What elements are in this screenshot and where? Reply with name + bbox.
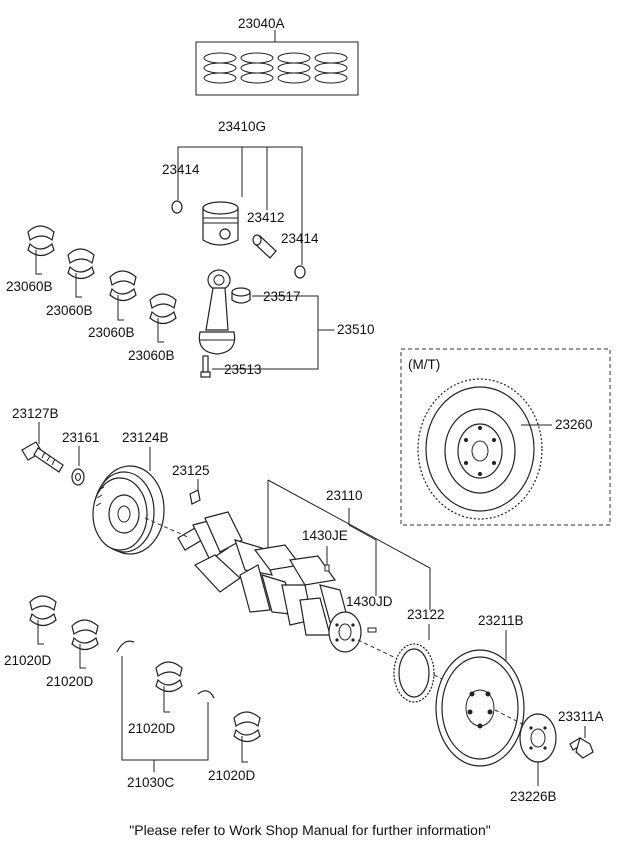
main-bearing-3 [155, 661, 183, 693]
dual-mass-flywheel [417, 378, 543, 520]
conrod-bolt [200, 355, 211, 378]
connecting-rod [198, 269, 236, 355]
conrod-bushing [231, 287, 251, 304]
main-bearing-4 [233, 711, 261, 743]
plate-bolt [569, 737, 594, 759]
label-damper-pulley: 23124B [122, 430, 169, 445]
label-plug-e: 1430JE [302, 528, 348, 543]
label-main-bearing-2: 21020D [46, 674, 94, 689]
tone-wheel [393, 643, 435, 703]
main-bearing-2 [71, 619, 99, 651]
label-key: 23125 [172, 463, 210, 478]
label-adapter-plate: 23226B [510, 789, 557, 804]
label-washer: 23161 [62, 430, 100, 445]
label-conrod-bearing-4: 23060B [128, 348, 175, 363]
label-mt-group: (M/T) [408, 357, 440, 372]
label-main-bearing-4: 21020D [208, 768, 256, 783]
main-bearing-1 [29, 595, 57, 627]
conrod-bearing-2 [67, 248, 95, 280]
snap-ring-top [171, 200, 183, 214]
conrod-bearing-1 [27, 225, 55, 257]
adapter-plate [519, 713, 557, 763]
piston-ring-set [195, 41, 359, 96]
piston-pin [252, 234, 277, 259]
label-conrod-bearing-3: 23060B [88, 325, 135, 340]
label-conrod: 23510 [337, 322, 375, 337]
label-plate-bolt: 23311A [558, 709, 604, 724]
label-snap-ring-top: 23414 [162, 162, 200, 177]
snap-ring-bottom [294, 265, 306, 279]
mt-group-box [400, 348, 611, 526]
footer-note: "Please refer to Work Shop Manual for fu… [129, 822, 491, 838]
thrust-washer-left [116, 640, 135, 653]
washer [71, 468, 85, 486]
label-piston: 23410G [218, 119, 266, 134]
label-conrod-bearing-1: 23060B [6, 279, 53, 294]
label-piston-pin: 23412 [247, 210, 285, 225]
label-thrust-washer: 21030C [127, 775, 175, 790]
label-conrod-bolt: 23513 [224, 362, 262, 377]
label-main-bearing-1: 21020D [4, 653, 52, 668]
label-pulley-bolt: 23127B [12, 406, 59, 421]
label-drive-plate: 23211B [478, 613, 524, 628]
woodruff-key [189, 489, 201, 505]
piston [202, 201, 239, 246]
drive-plate [435, 649, 525, 767]
label-rings: 23040A [238, 16, 285, 31]
label-conrod-bearing-2: 23060B [46, 303, 93, 318]
label-main-bearing-3: 21020D [128, 721, 176, 736]
label-conrod-bushing: 23517 [263, 289, 301, 304]
label-plug-d: 1430JD [346, 594, 393, 609]
label-tone-wheel: 23122 [407, 607, 445, 622]
crankshaft [177, 511, 377, 653]
label-dual-mass-flywheel: 23260 [555, 417, 593, 432]
label-snap-ring-bottom: 23414 [281, 231, 319, 246]
pulley-bolt [21, 441, 64, 473]
label-crankshaft: 23110 [326, 488, 363, 503]
conrod-bearing-3 [109, 270, 137, 302]
conrod-bearing-4 [149, 293, 177, 325]
damper-pulley [92, 465, 165, 555]
